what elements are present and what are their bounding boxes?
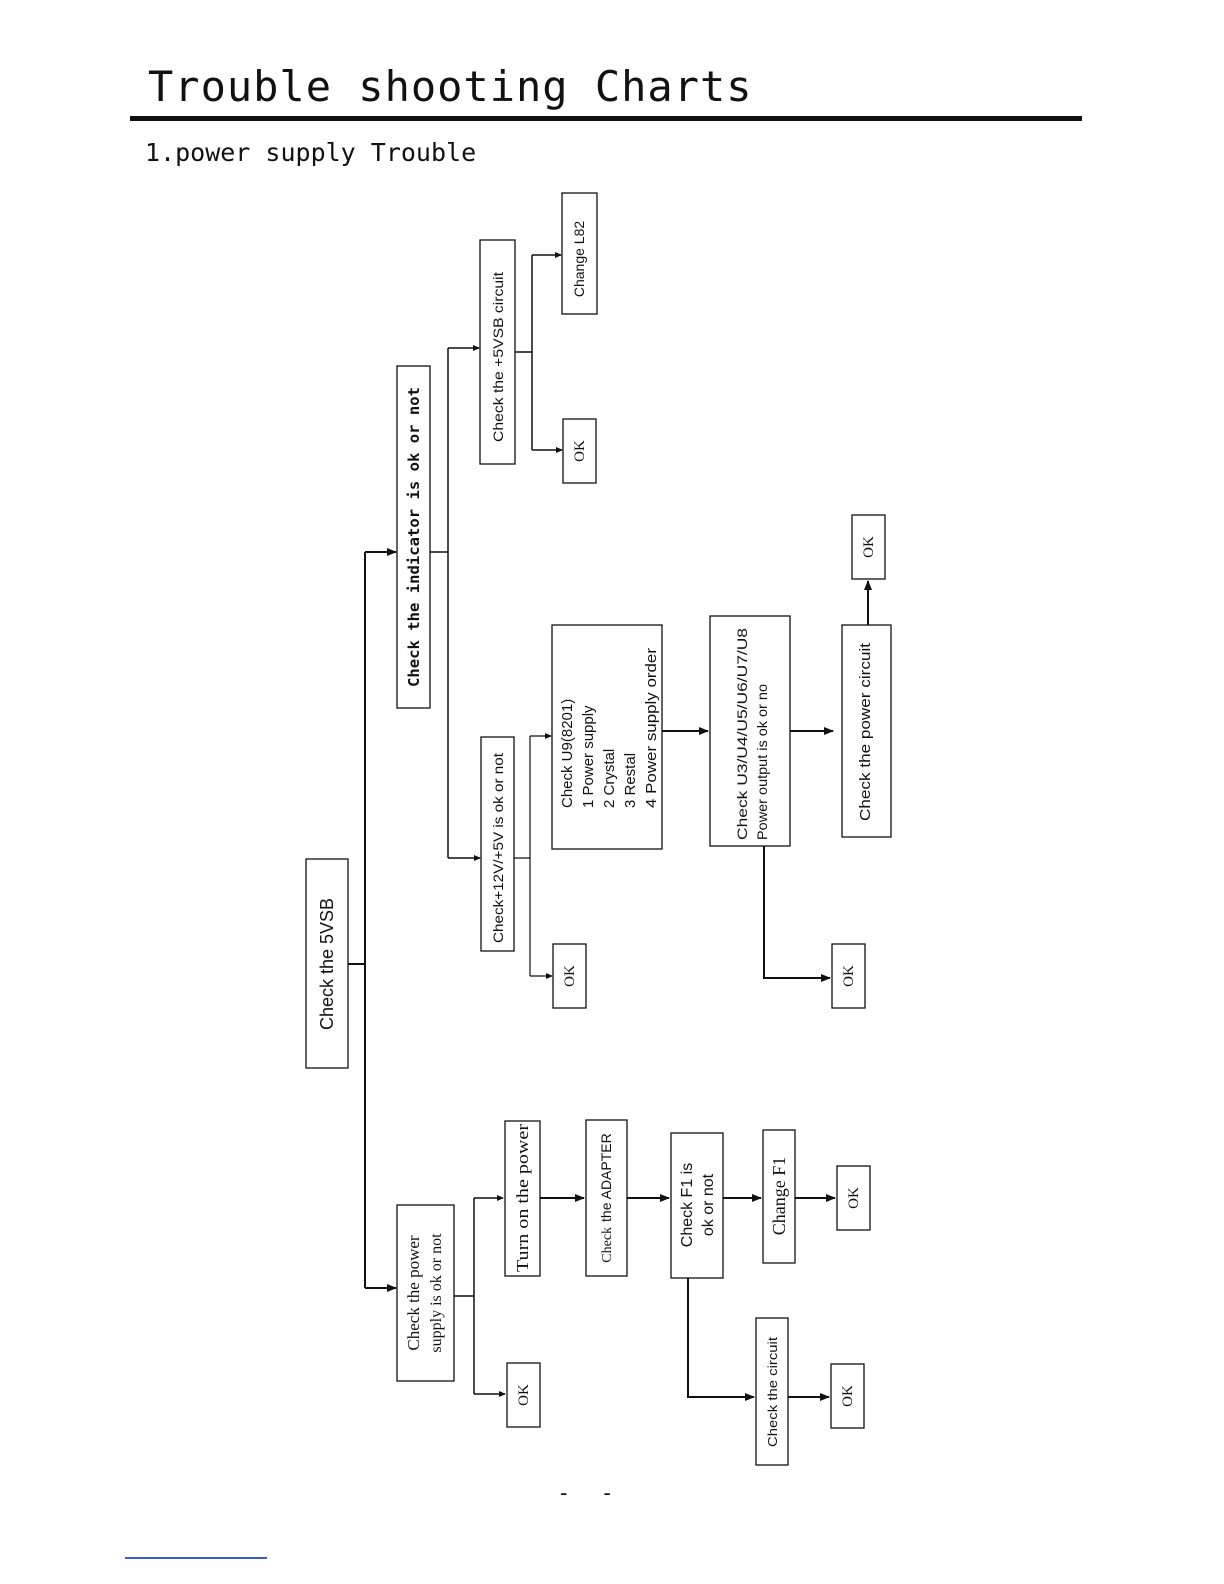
node-change-f1-label: Change F1 [769, 1157, 789, 1236]
node-u9-line1: Check U9(8201) [559, 699, 576, 808]
node-check-12v: Check+12V/+5V is ok or not [480, 736, 515, 952]
connectors [348, 252, 872, 1401]
node-ok-12v-label: OK [562, 965, 578, 987]
node-ok-circuit: OK [830, 1363, 865, 1429]
node-check-12v-label: Check+12V/+5V is ok or not [490, 753, 506, 943]
node-root: Check the 5VSB [305, 858, 349, 1069]
node-u3-line2: Power output is ok or no [754, 684, 770, 840]
node-check-adapter-rest: the ADAPTER [598, 1133, 614, 1222]
connector-supply-trunk [454, 1198, 475, 1394]
connector-indicator-trunk [430, 348, 449, 858]
arrow-f1-to-check-circuit [687, 1278, 755, 1401]
node-ok-12v: OK [552, 943, 587, 1009]
node-ok-f1-label: OK [846, 1187, 862, 1209]
node-power-supply-line2: supply is ok or not [428, 1233, 445, 1353]
title-rule [130, 116, 1082, 121]
node-indicator-check: Check the indicator is ok or not [396, 365, 431, 709]
section-title: 1.power supply Trouble [145, 138, 477, 167]
node-ok-f1: OK [836, 1165, 871, 1231]
node-ok-circuit-label: OK [840, 1385, 856, 1407]
node-ok-power-circuit-label: OK [861, 536, 877, 558]
node-ok-vsb: OK [562, 418, 597, 484]
node-power-supply: Check the power supply is ok or not [396, 1204, 455, 1382]
node-power-circuit-label: Check the power circuit [857, 642, 874, 821]
node-root-label: Check the 5VSB [317, 898, 337, 1030]
page-number: - - [560, 1480, 619, 1505]
node-f1-line2: ok or not [700, 1173, 717, 1236]
node-ok-supply: OK [506, 1362, 541, 1428]
node-power-circuit: Check the power circuit [841, 624, 892, 838]
connector-12v-trunk [514, 736, 531, 976]
arrow-u3-to-ok [763, 846, 831, 982]
node-indicator-check-label: Check the indicator is ok or not [405, 387, 423, 687]
node-ok-u3-label: OK [841, 965, 857, 987]
node-f1: Check F1 is ok or not [670, 1132, 724, 1279]
node-u9-line5: 4 Power supply order [643, 648, 660, 808]
connector-root-trunk [348, 552, 366, 1288]
node-u3-line1: Check U3/U4/U5/U6/U7/U8 [734, 628, 750, 840]
node-u9-line3: 2 Crystal [601, 749, 618, 808]
node-u9-line4: 3 Restal [622, 753, 639, 808]
node-vsb-circuit-label: Check the +5VSB circuit [490, 272, 506, 442]
node-change-f1: Change F1 [762, 1129, 796, 1264]
node-ok-u3: OK [831, 943, 866, 1009]
connector-vsb-trunk [515, 255, 533, 450]
node-check-adapter-label: Check the ADAPTER [598, 1133, 615, 1262]
node-change-l82: Change L82 [561, 192, 598, 315]
node-u3: Check U3/U4/U5/U6/U7/U8 Power output is … [709, 615, 791, 847]
node-check-adapter-prefix: Check [600, 1227, 615, 1263]
node-check-adapter: Check the ADAPTER [585, 1119, 628, 1277]
node-change-l82-label: Change L82 [571, 221, 587, 298]
node-check-circuit-label: Check the circuit [765, 1337, 780, 1447]
node-u9: Check U9(8201) 1 Power supply 2 Crystal … [551, 624, 663, 850]
footer-line [125, 1557, 267, 1559]
node-ok-supply-label: OK [516, 1384, 532, 1406]
node-u9-line2: 1 Power supply [580, 705, 597, 808]
node-turn-on-label: Turn on the power [513, 1124, 532, 1272]
page-title: Trouble shooting Charts [148, 62, 753, 111]
node-ok-power-circuit: OK [851, 514, 886, 580]
node-f1-line1: Check F1 is [679, 1163, 696, 1247]
node-vsb-circuit: Check the +5VSB circuit [479, 239, 516, 465]
node-turn-on: Turn on the power [504, 1120, 541, 1277]
node-ok-vsb-label: OK [572, 440, 588, 462]
node-check-circuit: Check the circuit [755, 1317, 789, 1466]
node-power-supply-line1: Check the power [404, 1235, 423, 1351]
